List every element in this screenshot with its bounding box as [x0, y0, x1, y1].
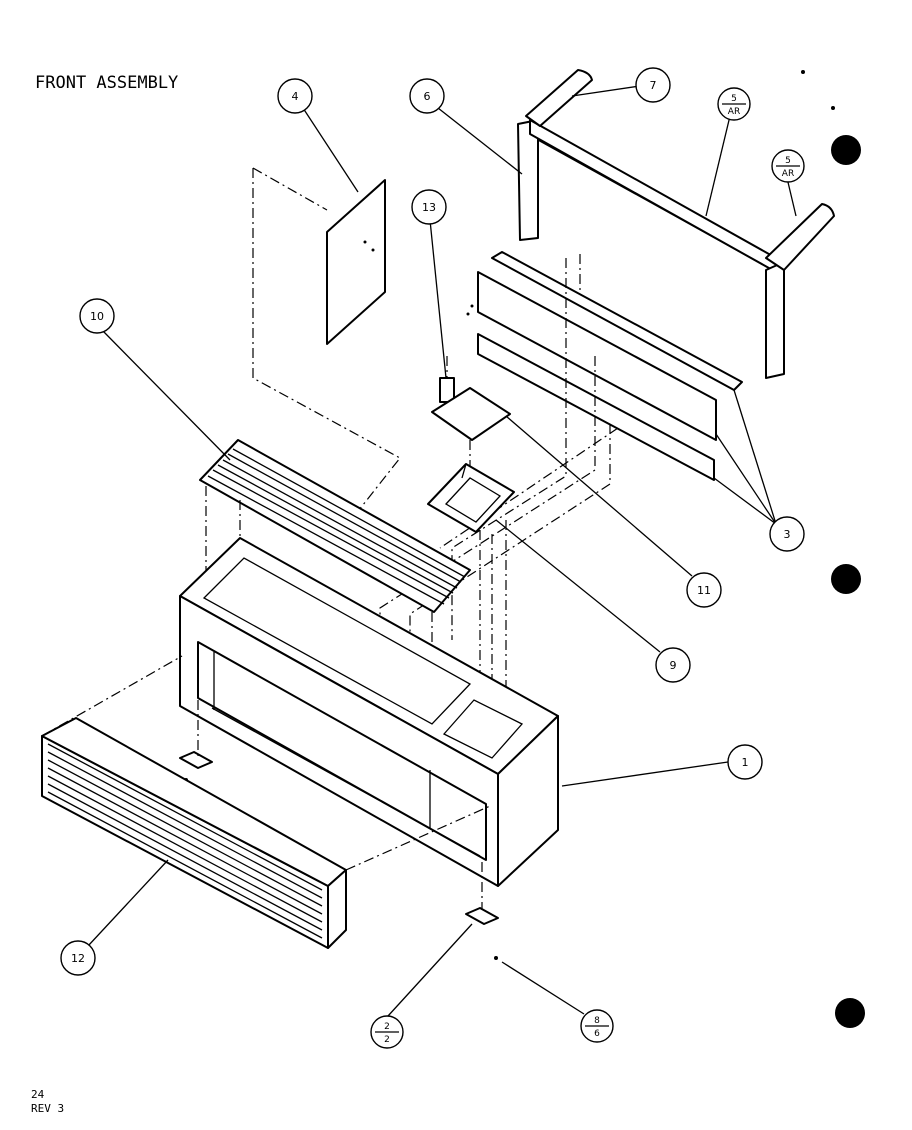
callout-3-label: 3: [784, 528, 791, 541]
callout-13-label: 13: [422, 201, 436, 214]
callout-7: 7: [635, 67, 671, 103]
ref-8-6-bottom: 6: [594, 1029, 600, 1039]
callout-7-label: 7: [650, 79, 657, 92]
callout-6-label: 6: [424, 90, 431, 103]
page-number: 24: [31, 1088, 45, 1101]
part-10-grille: [199, 439, 471, 730]
callout-1-label: 1: [742, 756, 749, 769]
callout-4-label: 4: [292, 90, 299, 103]
ref-5-ar-b: 5 AR: [771, 149, 805, 183]
revision-label: REV 3: [31, 1102, 64, 1115]
callout-3: 3: [769, 516, 805, 552]
ref-8-6-top: 8: [594, 1016, 600, 1026]
callout-11-label: 11: [697, 584, 711, 597]
part-12-front-panel: [41, 655, 491, 949]
callout-11: 11: [686, 572, 722, 608]
callout-10-label: 10: [90, 310, 104, 323]
ref-2-2-bottom: 2: [384, 1035, 390, 1045]
part-1-housing: [179, 537, 559, 960]
ref-5-ar-a-bottom: AR: [728, 107, 740, 117]
callout-10: 10: [79, 298, 115, 334]
callout-12: 12: [60, 940, 96, 976]
ref-5-ar-a-top: 5: [731, 94, 737, 104]
diagram-title: FRONT ASSEMBLY: [35, 73, 178, 93]
part-6-top-frame: [517, 69, 835, 379]
ref-2-2: 2 2: [370, 1015, 404, 1049]
ref-5-ar-b-top: 5: [785, 156, 791, 166]
callout-9-label: 9: [670, 659, 677, 672]
leader-lines: [87, 85, 797, 1017]
ref-2-2-top: 2: [384, 1022, 390, 1032]
callout-12-label: 12: [71, 952, 85, 965]
ref-8-6: 8 6: [580, 1009, 614, 1043]
part-4-panel: [252, 167, 401, 516]
part-13-11-bracket-plate: [431, 356, 511, 466]
part-9-tray: [427, 463, 515, 700]
callout-9: 9: [655, 647, 691, 683]
binder-hole-marks: [801, 70, 865, 1028]
callout-4: 4: [277, 78, 313, 114]
callout-1: 1: [727, 744, 763, 780]
ref-5-ar-a: 5 AR: [717, 87, 751, 121]
ref-5-ar-b-bottom: AR: [782, 169, 794, 179]
callout-6: 6: [409, 78, 445, 114]
part-3-strips: [466, 251, 743, 481]
callout-13: 13: [411, 189, 447, 225]
